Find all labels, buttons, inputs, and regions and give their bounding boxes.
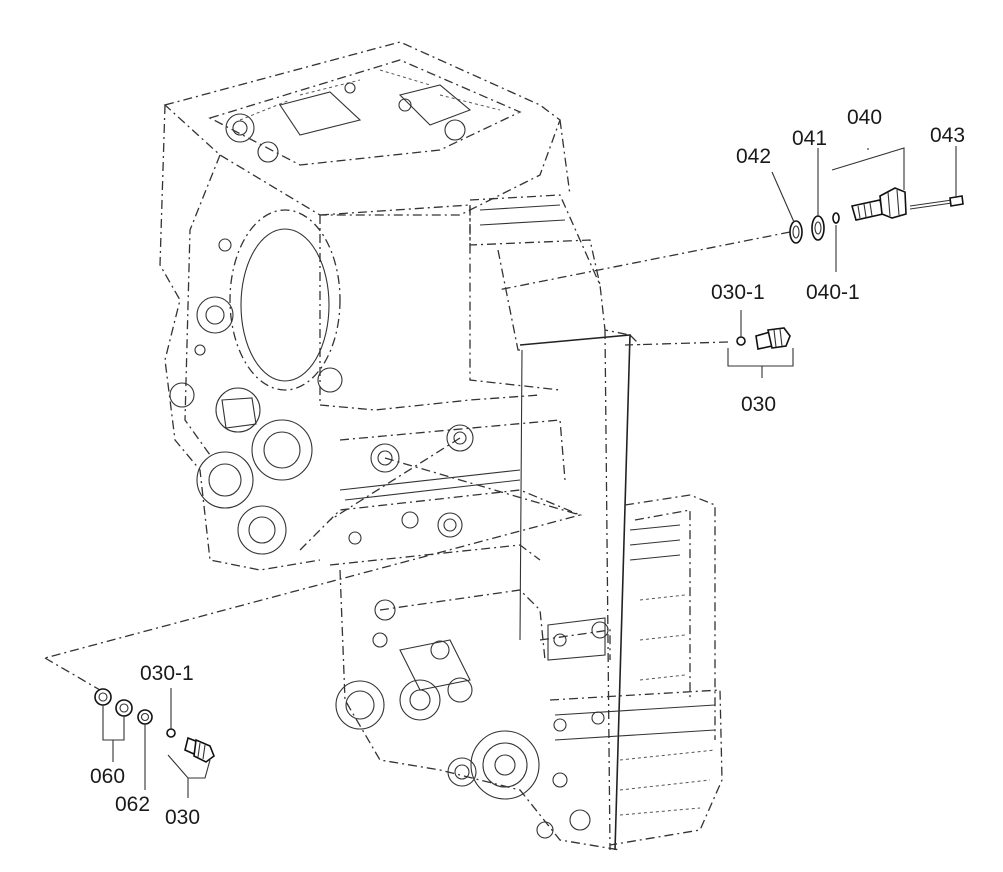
label-060: 060 [90,765,125,788]
sensor-assembly-upper [771,146,964,272]
washer-060-a [94,688,112,706]
sensor-040 [850,187,907,221]
o-ring-030-1-lower [166,728,176,738]
label-062: 062 [115,793,150,816]
o-ring-040-1 [832,212,840,224]
label-040-1: 040-1 [806,281,860,304]
transmission-housing [159,41,723,851]
washer-060-b [115,699,133,717]
washer-042 [789,220,803,244]
label-042: 042 [736,145,771,168]
label-041: 041 [792,127,827,150]
o-ring-030-1-upper [736,336,746,346]
label-030-1-upper: 030-1 [711,281,765,304]
label-040: 040 [847,106,882,129]
part-labels: 042 041 040 043 040-1 030-1 030 030-1 06… [90,106,965,829]
label-043: 043 [930,124,965,147]
plug-030-lower [184,736,215,763]
plug-assembly-030-upper [727,310,794,378]
washer-041 [811,215,825,241]
parts-lower-left [94,688,215,798]
washer-062 [137,709,153,725]
bolt-043 [909,195,964,210]
plug-030-upper [755,327,791,350]
label-030-lower: 030 [165,806,200,829]
leader-lines [44,231,791,691]
label-030-1-lower: 030-1 [140,662,194,685]
label-030-upper: 030 [741,393,776,416]
